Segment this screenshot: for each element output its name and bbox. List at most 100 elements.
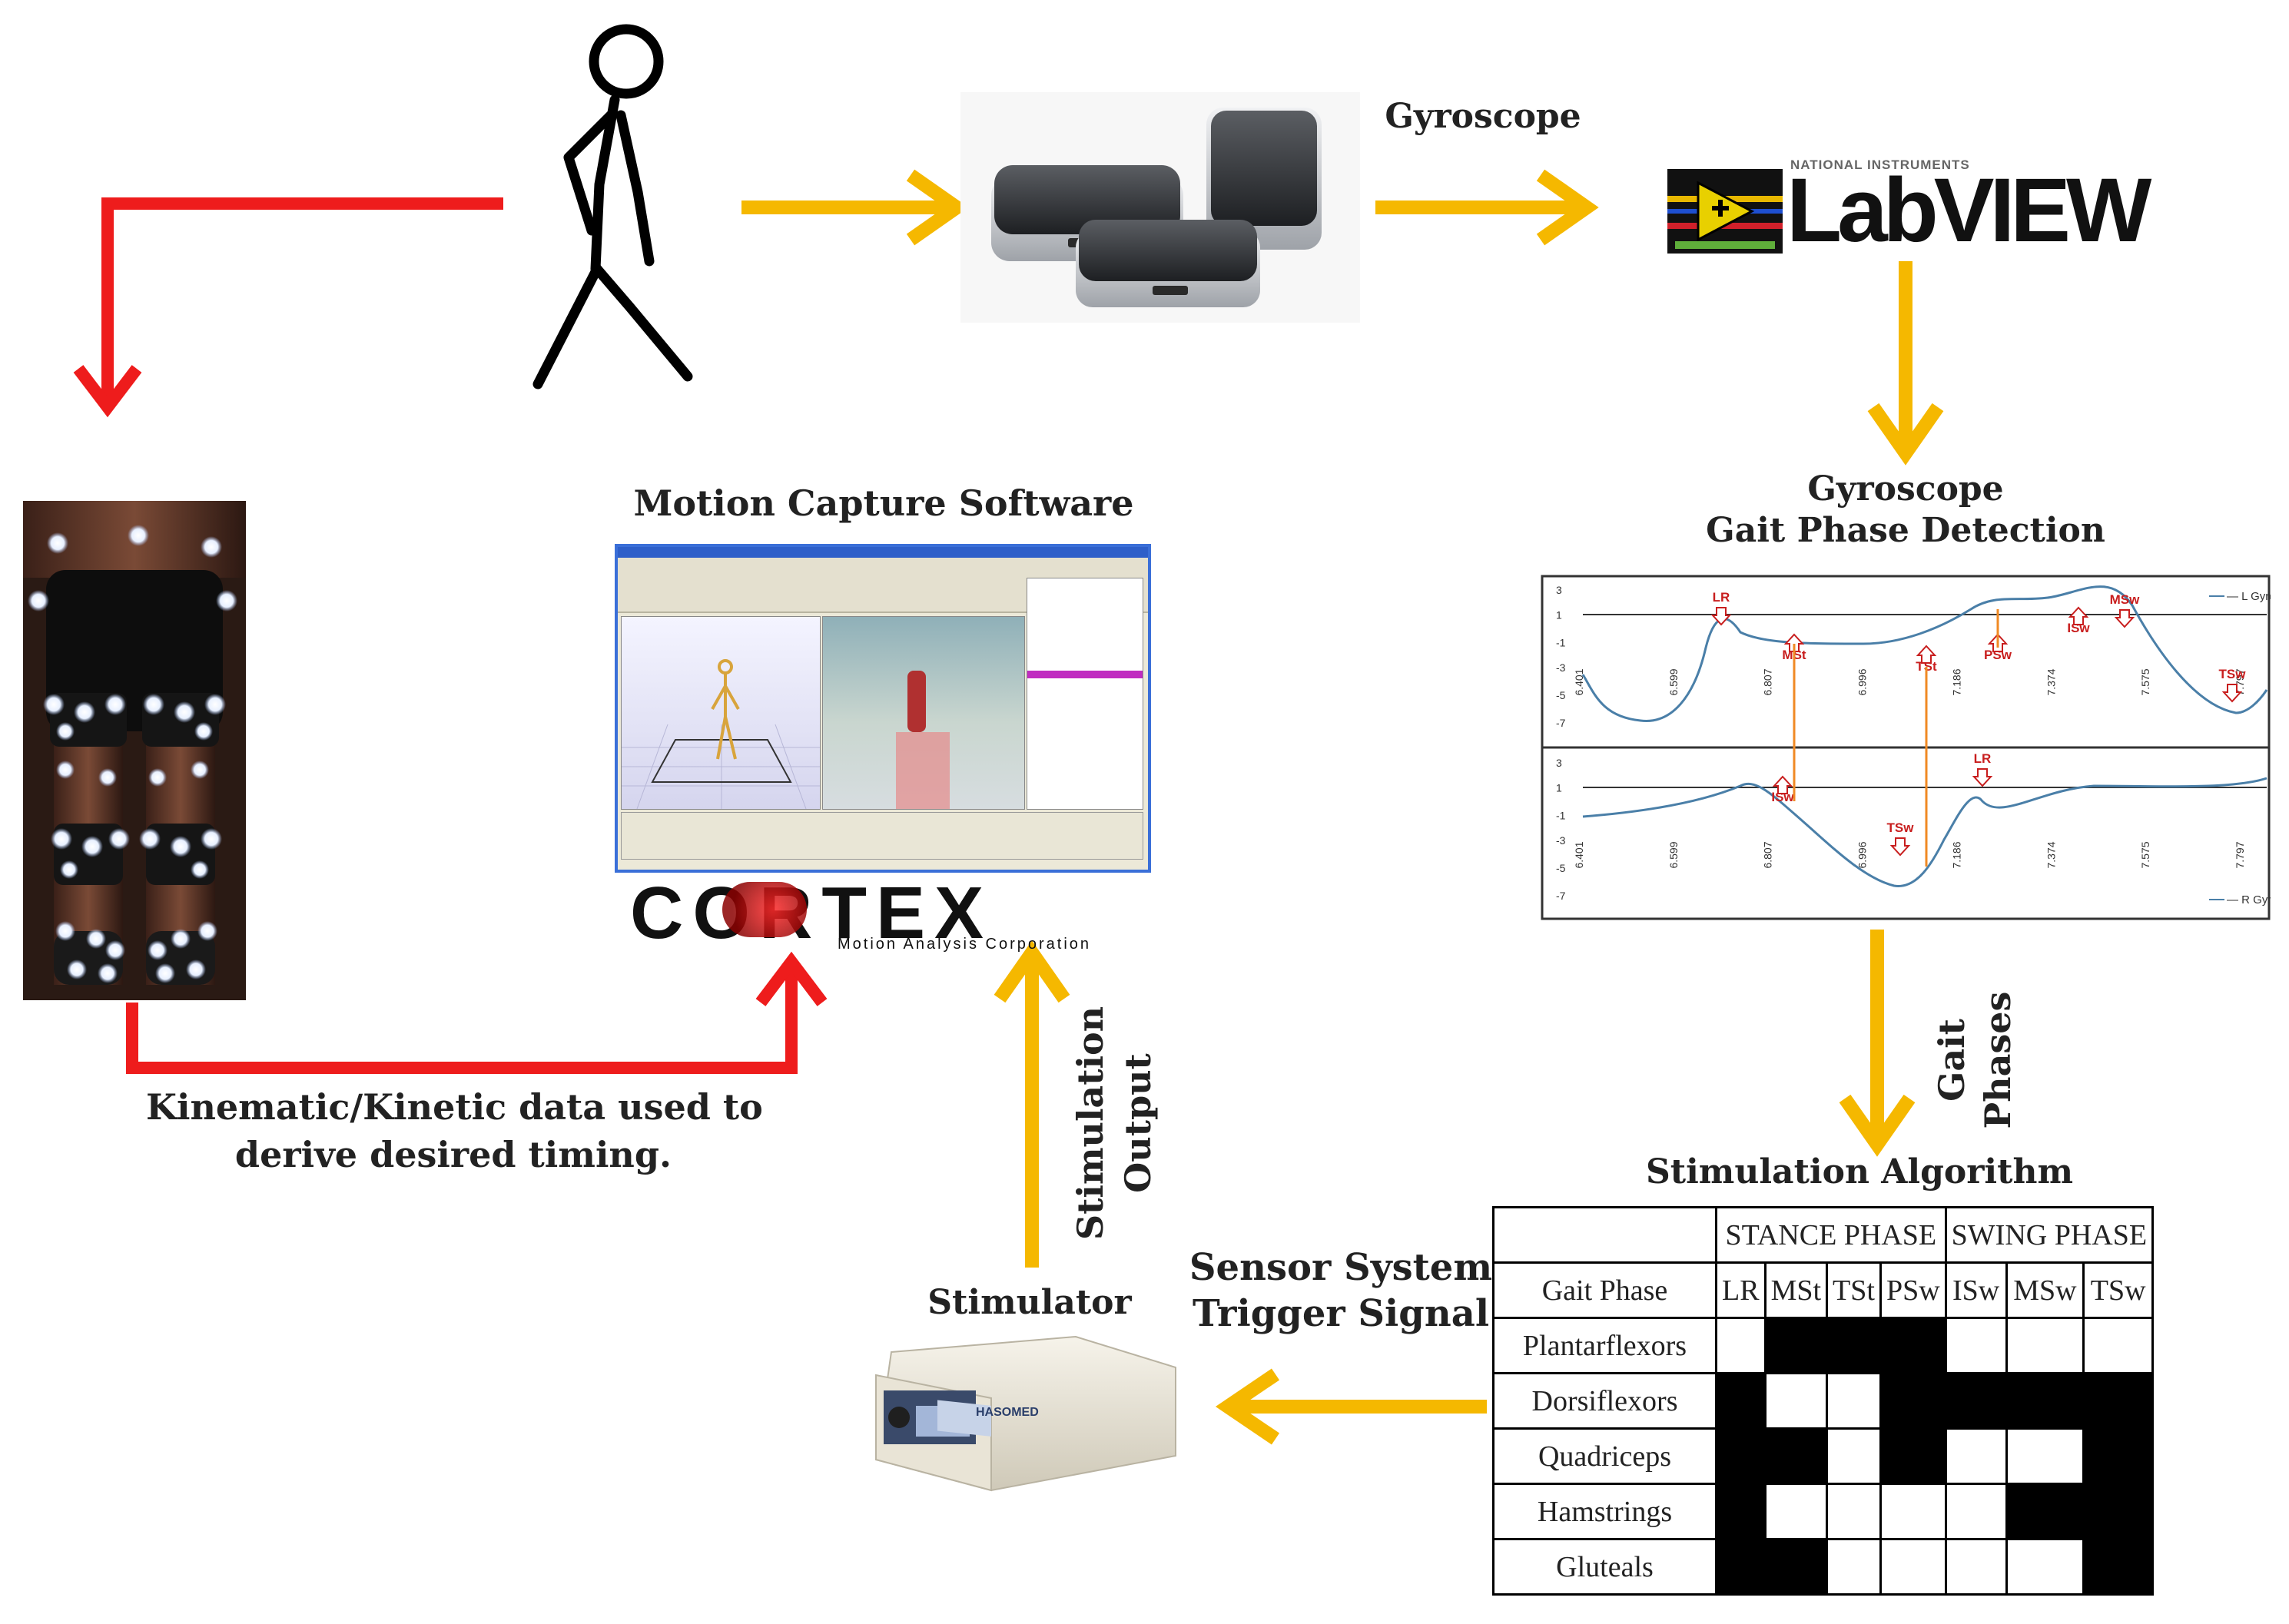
table-cell-psw xyxy=(1879,1538,1947,1596)
red-arrow-head-down xyxy=(73,365,142,418)
x-tick-label: 6.599 xyxy=(1667,668,1680,695)
sensor-line1: Sensor System xyxy=(1189,1246,1493,1289)
phase-arrow-icon xyxy=(2221,684,2243,703)
table-stance-header: STANCE PHASE xyxy=(1715,1206,1947,1264)
x-tick-label: 7.186 xyxy=(1950,841,1962,868)
red-arrow-to-cortex xyxy=(126,968,798,1074)
y-tick-label: -7 xyxy=(1556,890,1566,902)
stimulator-brand-text: HASOMED xyxy=(976,1406,1039,1419)
table-cell-psw xyxy=(1879,1317,1947,1374)
cortex-window-titlebar xyxy=(618,547,1148,558)
table-row: Dorsiflexors xyxy=(1492,1372,2155,1430)
x-tick-label: 7.374 xyxy=(2045,841,2057,868)
gyroscope-detection-line1: Gyroscope xyxy=(1807,469,2004,509)
table-cell-psw xyxy=(1879,1483,1947,1540)
x-tick-label: 6.807 xyxy=(1762,841,1774,868)
series-line-0 xyxy=(1581,585,2268,722)
x-tick-label: 6.996 xyxy=(1856,841,1869,868)
y-tick-label: 1 xyxy=(1556,609,1562,621)
y-tick-label: 1 xyxy=(1556,782,1562,794)
cortex-video-view xyxy=(822,616,1025,810)
cortex-timeline xyxy=(621,812,1143,860)
phase-annotation: PSw xyxy=(1984,648,2012,662)
cortex-logo: CORTEX Motion Analysis Corporation xyxy=(630,872,1153,954)
phase-annotation: ISw xyxy=(2067,621,2090,635)
table-cell-psw xyxy=(1879,1427,1947,1485)
table-cell-msw xyxy=(2005,1538,2085,1596)
x-tick-label: 7.575 xyxy=(2139,841,2151,868)
table-cell-tst xyxy=(1826,1483,1882,1540)
legend-label: — L Gyro xyxy=(2227,590,2271,603)
labview-small-text: NATIONAL INSTRUMENTS xyxy=(1790,157,1970,172)
phase-arrow-icon xyxy=(1889,837,1911,857)
labview-logo: NATIONAL INSTRUMENTS LabVIEW xyxy=(1667,154,2151,261)
phase-annotation: LR xyxy=(1713,590,1730,605)
stimulation-algorithm-title: Stimulation Algorithm xyxy=(1645,1152,2073,1191)
table-cell-tst xyxy=(1826,1538,1882,1596)
table-cell-psw xyxy=(1879,1372,1947,1430)
kinematic-data-label: Kinematic/Kinetic data used to derive de… xyxy=(146,1083,763,1178)
cortex-logo-subtext: Motion Analysis Corporation xyxy=(838,936,1092,953)
table-phase-tsw: TSw xyxy=(2082,1261,2155,1319)
legend-label: — R Gyro xyxy=(2227,893,2271,906)
gyroscope-arrow-label: Gyroscope xyxy=(1385,97,1581,136)
table-cell-lr xyxy=(1715,1372,1767,1430)
table-cell-lr xyxy=(1715,1317,1767,1374)
table-cell-lr xyxy=(1715,1538,1767,1596)
stimulator-device-image xyxy=(874,1335,1176,1492)
x-tick-label: 6.599 xyxy=(1667,841,1680,868)
table-cell-isw xyxy=(1944,1317,2008,1374)
table-cell-tsw xyxy=(2082,1427,2155,1485)
table-cell-tst xyxy=(1826,1427,1882,1485)
y-tick-label: -5 xyxy=(1556,689,1566,701)
table-cell-msw xyxy=(2005,1372,2085,1430)
table-muscle-label: Plantarflexors xyxy=(1492,1317,1717,1374)
table-row: Quadriceps xyxy=(1492,1427,2155,1485)
sensor-line2: Trigger Signal xyxy=(1192,1292,1490,1335)
y-tick-label: -3 xyxy=(1556,661,1566,674)
x-tick-label: 6.807 xyxy=(1762,668,1774,695)
table-cell-isw xyxy=(1944,1372,2008,1430)
table-cell-mst xyxy=(1763,1372,1829,1430)
table-phase-psw: PSw xyxy=(1879,1261,1947,1319)
phase-arrow-icon xyxy=(1916,645,1937,664)
phase-annotation: MSw xyxy=(2110,592,2141,607)
motion-capture-markers-photo xyxy=(23,501,246,1000)
table-swing-header: SWING PHASE xyxy=(1944,1206,2155,1264)
cortex-marker-list xyxy=(1027,578,1143,810)
cortex-3d-view xyxy=(621,616,821,810)
series-line-1 xyxy=(1582,777,2267,887)
phase-arrow-icon xyxy=(2068,606,2089,625)
cortex-logo-text: CORTEX xyxy=(630,872,994,954)
motion-capture-title: Motion Capture Software xyxy=(633,482,1134,524)
table-cell-isw xyxy=(1944,1483,2008,1540)
phase-arrow-icon xyxy=(1772,775,1793,794)
gyroscope-detection-line2: Gait Phase Detection xyxy=(1706,511,2105,550)
y-tick-label: -1 xyxy=(1556,637,1566,649)
table-cell-mst xyxy=(1763,1427,1829,1485)
phase-arrow-icon xyxy=(2114,609,2135,628)
y-tick-label: 3 xyxy=(1556,584,1562,596)
kinematic-line2: derive desired timing. xyxy=(234,1134,672,1175)
table-cell-isw xyxy=(1944,1427,2008,1485)
stimulator-label: Stimulator xyxy=(927,1283,1132,1322)
sensor-trigger-label: Sensor System Trigger Signal xyxy=(1187,1245,1494,1337)
table-cell-msw xyxy=(2005,1427,2085,1485)
table-phase-label: Gait Phase xyxy=(1492,1261,1717,1319)
table-phase-mst: MSt xyxy=(1763,1261,1829,1319)
table-muscle-label: Hamstrings xyxy=(1492,1483,1717,1540)
stimulation-output-line2: Output xyxy=(1117,1053,1159,1193)
phase-annotation: TSw xyxy=(1887,820,1915,835)
table-cell-isw xyxy=(1944,1538,2008,1596)
table-cell-tsw xyxy=(2082,1372,2155,1430)
gyroscope-detection-title: Gyroscope Gait Phase Detection xyxy=(1675,469,2136,552)
table-cell-mst xyxy=(1763,1538,1829,1596)
table-cell-mst xyxy=(1763,1317,1829,1374)
labview-icon xyxy=(1667,169,1783,254)
y-tick-label: -7 xyxy=(1556,717,1566,729)
y-tick-label: -5 xyxy=(1556,862,1566,874)
